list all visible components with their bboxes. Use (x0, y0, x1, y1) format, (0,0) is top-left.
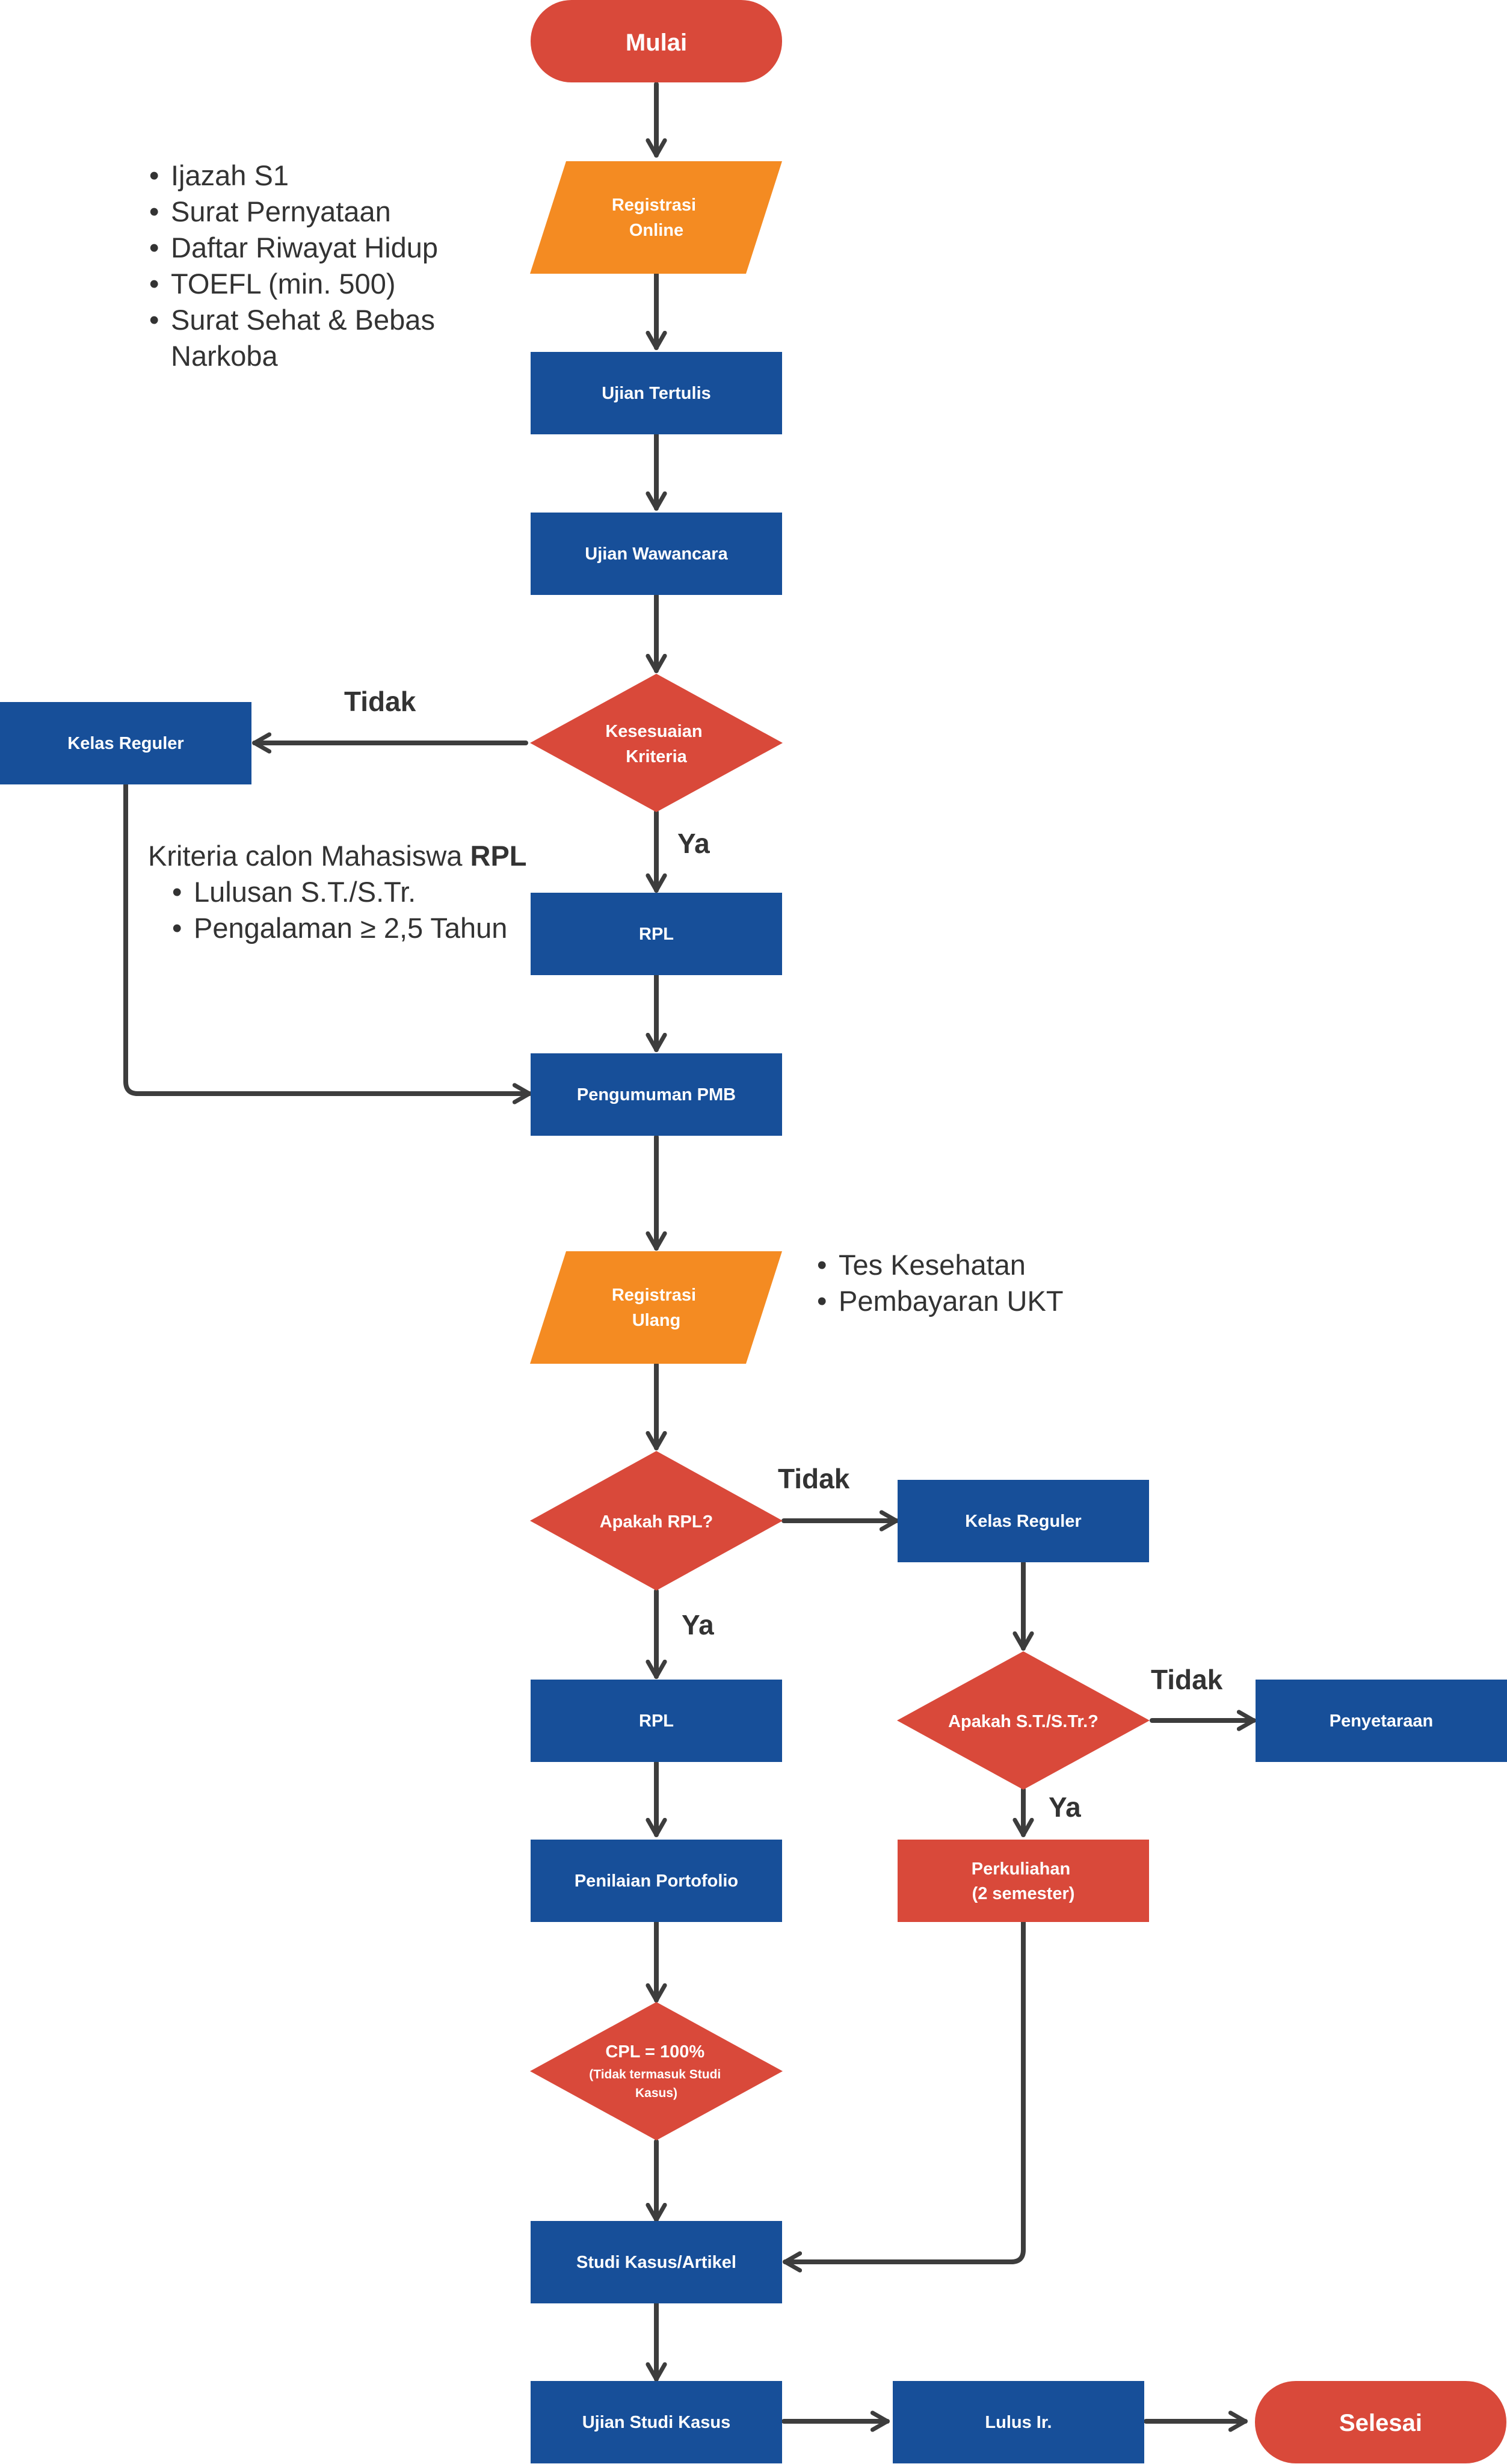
node-apakah-st-label: Apakah S.T./S.Tr.? (948, 1712, 1099, 1731)
documents-item-continued: Narkoba (149, 338, 438, 374)
edge-label-ya-2: Ya (682, 1609, 714, 1640)
node-kelas-reguler-1: Kelas Reguler (0, 702, 251, 784)
node-apakah-st: Apakah S.T./S.Tr.? (897, 1651, 1150, 1790)
node-apakah-rpl: Apakah RPL? (530, 1451, 783, 1591)
edge-label-ya-3: Ya (1049, 1791, 1081, 1823)
node-perkuliahan: Perkuliahan (2 semester) (898, 1840, 1149, 1922)
reregistration-item: Tes Kesehatan (817, 1247, 1064, 1283)
node-pengumuman-pmb-label: Pengumuman PMB (577, 1085, 736, 1104)
connector-kelas-reguler-to-pengumuman (123, 783, 532, 1104)
edge-label-tidak-1: Tidak (344, 686, 416, 717)
criteria-title-prefix: Kriteria calon Mahasiswa (148, 840, 470, 872)
documents-item: Surat Sehat & Bebas (149, 302, 438, 338)
note-reregistration: Tes Kesehatan Pembayaran UKT (817, 1247, 1064, 1319)
reregistration-list: Tes Kesehatan Pembayaran UKT (817, 1247, 1064, 1319)
node-ujian-tertulis-label: Ujian Tertulis (602, 384, 711, 403)
node-penilaian-portofolio-label: Penilaian Portofolio (575, 1871, 738, 1891)
node-perkuliahan-line-1: Perkuliahan (972, 1859, 1070, 1879)
edge-label-tidak-3: Tidak (1151, 1664, 1223, 1695)
node-lulus-ir-label: Lulus Ir. (985, 2413, 1052, 2432)
node-ujian-tertulis: Ujian Tertulis (531, 352, 782, 434)
documents-item: Daftar Riwayat Hidup (149, 230, 438, 266)
documents-list: Ijazah S1 Surat Pernyataan Daftar Riwaya… (149, 158, 438, 374)
node-ujian-wawancara-label: Ujian Wawancara (585, 544, 728, 564)
reregistration-item: Pembayaran UKT (817, 1283, 1064, 1319)
criteria-item: Pengalaman ≥ 2,5 Tahun (172, 910, 527, 946)
node-kesesuaian-line-2: Kriteria (626, 747, 687, 766)
node-registrasi-ulang-line-1: Registrasi (612, 1286, 696, 1305)
node-rpl-1: RPL (531, 893, 782, 975)
node-registrasi-online-line-1: Registrasi (612, 196, 696, 215)
node-apakah-rpl-label: Apakah RPL? (600, 1512, 713, 1532)
criteria-title-bold: RPL (470, 840, 527, 872)
node-kelas-reguler-1-label: Kelas Reguler (67, 734, 183, 753)
documents-item: Surat Pernyataan (149, 194, 438, 230)
node-kesesuaian-kriteria-label: Kesesuaian Kriteria (605, 722, 707, 766)
node-registrasi-ulang: Registrasi Ulang (530, 1251, 782, 1364)
documents-item-continued-text: Narkoba (171, 340, 278, 372)
node-ujian-wawancara: Ujian Wawancara (531, 513, 782, 595)
node-rpl-1-label: RPL (639, 925, 674, 944)
node-kesesuaian-line-1: Kesesuaian (605, 722, 702, 741)
node-studi-kasus-artikel: Studi Kasus/Artikel (531, 2221, 782, 2303)
documents-item: Ijazah S1 (149, 158, 438, 194)
node-penyetaraan-label: Penyetaraan (1330, 1711, 1434, 1731)
node-kesesuaian-kriteria: Kesesuaian Kriteria (530, 674, 783, 812)
node-selesai-label: Selesai (1339, 2410, 1422, 2436)
node-registrasi-online-label: Registrasi Online (612, 196, 701, 240)
edge-label-ya-1: Ya (677, 828, 710, 859)
node-studi-kasus-artikel-label: Studi Kasus/Artikel (576, 2253, 736, 2272)
criteria-item: Lulusan S.T./S.Tr. (172, 874, 527, 910)
node-ujian-studi-kasus: Ujian Studi Kasus (531, 2381, 782, 2463)
node-cpl-label: CPL = 100% (Tidak termasuk Studi Kasus) (589, 2042, 723, 2100)
node-rpl-2-label: RPL (639, 1711, 674, 1731)
node-perkuliahan-line-2: (2 semester) (972, 1884, 1075, 1903)
node-selesai: Selesai (1255, 2381, 1506, 2463)
node-cpl: CPL = 100% (Tidak termasuk Studi Kasus) (530, 2002, 783, 2140)
node-registrasi-ulang-label: Registrasi Ulang (612, 1286, 701, 1330)
connector-perkuliahan-to-studi-kasus (783, 1920, 1026, 2273)
node-cpl-line-3: Kasus) (635, 2086, 677, 2100)
node-ujian-studi-kasus-label: Ujian Studi Kasus (582, 2413, 731, 2432)
criteria-list: Lulusan S.T./S.Tr. Pengalaman ≥ 2,5 Tahu… (148, 874, 527, 946)
node-registrasi-online: Registrasi Online (530, 161, 782, 274)
note-criteria: Kriteria calon Mahasiswa RPL Lulusan S.T… (148, 838, 527, 946)
node-cpl-line-2: (Tidak termasuk Studi (589, 2068, 721, 2081)
node-kelas-reguler-2-label: Kelas Reguler (965, 1512, 1081, 1531)
documents-item: TOEFL (min. 500) (149, 266, 438, 302)
note-documents: Ijazah S1 Surat Pernyataan Daftar Riwaya… (149, 158, 438, 374)
node-penilaian-portofolio: Penilaian Portofolio (531, 1840, 782, 1922)
connectors (123, 82, 1256, 2432)
node-cpl-line-1: CPL = 100% (605, 2042, 704, 2062)
criteria-title: Kriteria calon Mahasiswa RPL (148, 838, 527, 874)
node-perkuliahan-label: Perkuliahan (2 semester) (972, 1859, 1075, 1903)
node-registrasi-online-line-2: Online (629, 221, 683, 240)
edge-label-tidak-2: Tidak (778, 1463, 850, 1494)
node-rpl-2: RPL (531, 1680, 782, 1762)
node-lulus-ir: Lulus Ir. (893, 2381, 1144, 2463)
node-pengumuman-pmb: Pengumuman PMB (531, 1053, 782, 1136)
node-mulai: Mulai (531, 0, 782, 82)
node-registrasi-ulang-line-2: Ulang (632, 1311, 681, 1330)
node-mulai-label: Mulai (626, 29, 687, 56)
node-penyetaraan: Penyetaraan (1256, 1680, 1507, 1762)
node-kelas-reguler-2: Kelas Reguler (898, 1480, 1149, 1562)
